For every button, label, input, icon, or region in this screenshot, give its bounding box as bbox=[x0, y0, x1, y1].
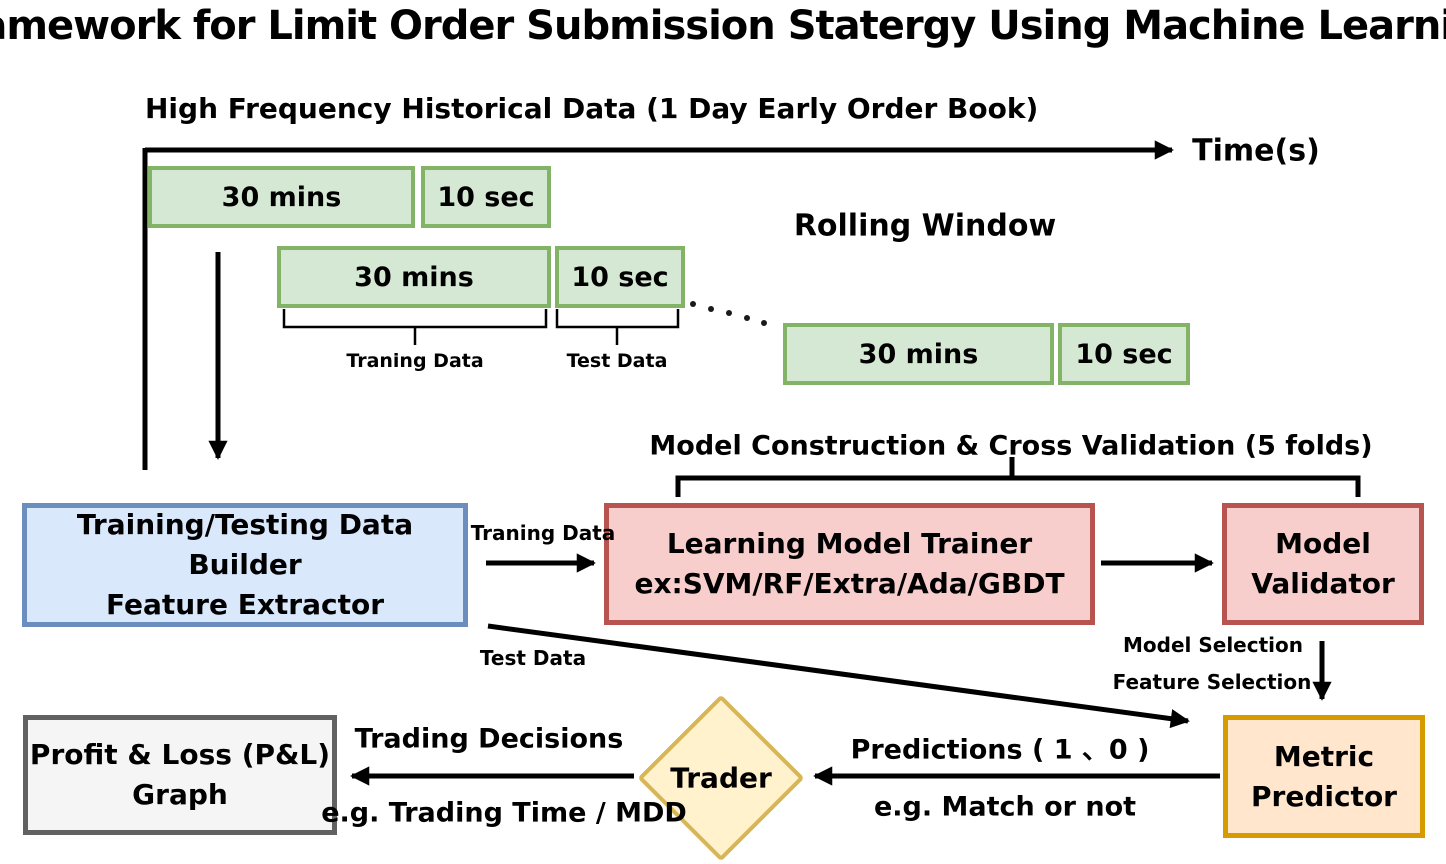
training-data-edge-label: Traning Data bbox=[470, 521, 616, 545]
window-2-train-label: 30 mins bbox=[354, 261, 474, 293]
window-1-train-box: 30 mins bbox=[148, 166, 415, 228]
ellipsis-dots bbox=[690, 301, 767, 326]
pnl-line1: Profit & Loss (P&L) bbox=[29, 738, 331, 772]
training-brace-label: Traning Data bbox=[346, 350, 484, 372]
test-data-brace bbox=[555, 309, 680, 329]
pnl-graph-node: Profit & Loss (P&L) Graph bbox=[23, 715, 337, 835]
pnl-line2: Graph bbox=[132, 778, 228, 811]
window-2-train-box: 30 mins bbox=[277, 246, 551, 308]
data-builder-line1: Training/Testing Data Builder bbox=[76, 508, 414, 582]
timeline-header: High Frequency Historical Data (1 Day Ea… bbox=[145, 92, 1039, 125]
test-brace-label: Test Data bbox=[566, 350, 668, 372]
model-trainer-node: Learning Model Trainer ex:SVM/RF/Extra/A… bbox=[604, 503, 1095, 625]
window-3-test-box: 10 sec bbox=[1058, 323, 1190, 385]
metric-predictor-node: Metric Predictor bbox=[1223, 715, 1425, 838]
window-1-test-label: 10 sec bbox=[437, 181, 535, 213]
page-title: Framework for Limit Order Submission Sta… bbox=[0, 3, 1446, 49]
cross-validation-bracket bbox=[675, 475, 1361, 497]
data-builder-line2: Feature Extractor bbox=[105, 587, 385, 621]
rolling-window-label: Rolling Window bbox=[793, 208, 1057, 244]
model-validator-line1: Model bbox=[1275, 527, 1371, 561]
window-1-train-label: 30 mins bbox=[221, 181, 342, 213]
predictions-edge-label: Predictions ( 1 、0 ) bbox=[850, 734, 1150, 766]
trader-label: Trader bbox=[670, 761, 772, 795]
metric-predictor-line1: Metric bbox=[1273, 739, 1375, 773]
window-2-test-label: 10 sec bbox=[571, 261, 669, 293]
window-3-train-box: 30 mins bbox=[783, 323, 1054, 385]
trading-time-mdd-label: e.g. Trading Time / MDD bbox=[321, 797, 687, 829]
window-3-train-label: 30 mins bbox=[858, 338, 979, 370]
feature-selection-label: Feature Selection bbox=[1112, 670, 1312, 694]
window-2-test-box: 10 sec bbox=[555, 246, 685, 308]
window-1-test-box: 10 sec bbox=[421, 166, 551, 228]
cross-validation-label: Model Construction & Cross Validation (5… bbox=[649, 430, 1373, 462]
trading-decisions-label: Trading Decisions bbox=[354, 723, 624, 755]
training-data-brace bbox=[282, 309, 548, 329]
model-trainer-line2: ex:SVM/RF/Extra/Ada/GBDT bbox=[634, 567, 1065, 600]
metric-predictor-line2: Predictor bbox=[1251, 779, 1397, 813]
model-validator-line2: Validator bbox=[1251, 567, 1395, 600]
model-validator-node: Model Validator bbox=[1222, 503, 1424, 625]
data-builder-node: Training/Testing Data Builder Feature Ex… bbox=[22, 503, 468, 627]
test-data-edge-label: Test Data bbox=[479, 646, 587, 670]
time-axis-label: Time(s) bbox=[1192, 133, 1320, 169]
test-data-diagonal-arrow bbox=[487, 623, 1190, 729]
model-trainer-line1: Learning Model Trainer bbox=[666, 527, 1033, 561]
window-3-test-label: 10 sec bbox=[1075, 338, 1173, 370]
match-or-not-label: e.g. Match or not bbox=[873, 791, 1137, 823]
model-selection-label: Model Selection bbox=[1123, 633, 1303, 657]
